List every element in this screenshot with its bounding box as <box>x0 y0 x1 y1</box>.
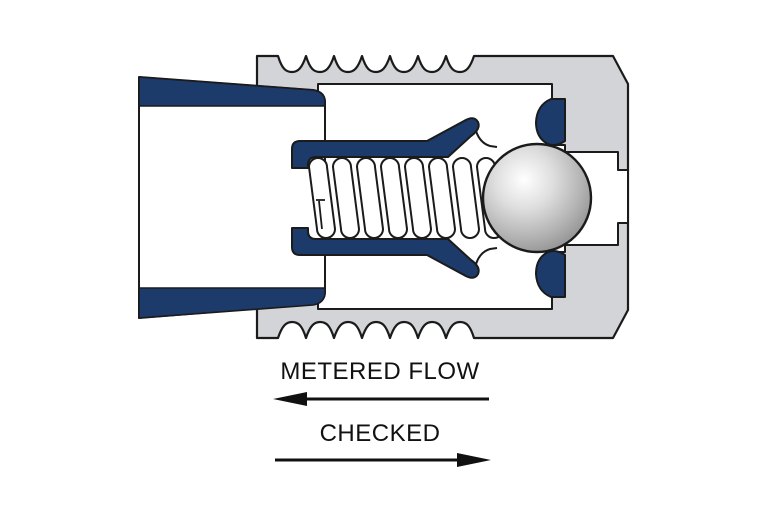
checked-flow-arrow <box>275 453 491 467</box>
spring-coil <box>307 157 337 239</box>
sleeve-bore <box>138 76 326 319</box>
checked-label: CHECKED <box>319 420 441 447</box>
spring-coil <box>379 157 409 239</box>
sleeve-wall-bottom <box>138 287 326 319</box>
inlet-sleeve <box>138 76 326 319</box>
seat-lip-top <box>535 98 566 146</box>
metered-flow-label: METERED FLOW <box>280 358 480 385</box>
sleeve-wall-top <box>138 76 326 107</box>
spring-coil <box>451 157 481 239</box>
cage-wall-bottom <box>291 227 480 279</box>
check-ball <box>481 142 593 254</box>
metered-flow-arrow <box>273 392 489 406</box>
spring-coil <box>355 157 385 239</box>
metered-flow-arrowhead <box>273 392 307 406</box>
seat-lips <box>535 98 566 298</box>
cage-mouth-step-top <box>475 130 498 148</box>
cage-mouth-step-bottom <box>475 247 498 265</box>
checked-flow-arrowhead <box>457 453 491 467</box>
seat-lip-bottom <box>535 250 566 298</box>
spring-end-detail <box>316 199 325 230</box>
spring-coil <box>331 157 361 239</box>
spring-coil <box>427 157 457 239</box>
spring-coil <box>403 157 433 239</box>
cage-wall-top <box>291 117 480 169</box>
spring-cage <box>291 117 498 279</box>
